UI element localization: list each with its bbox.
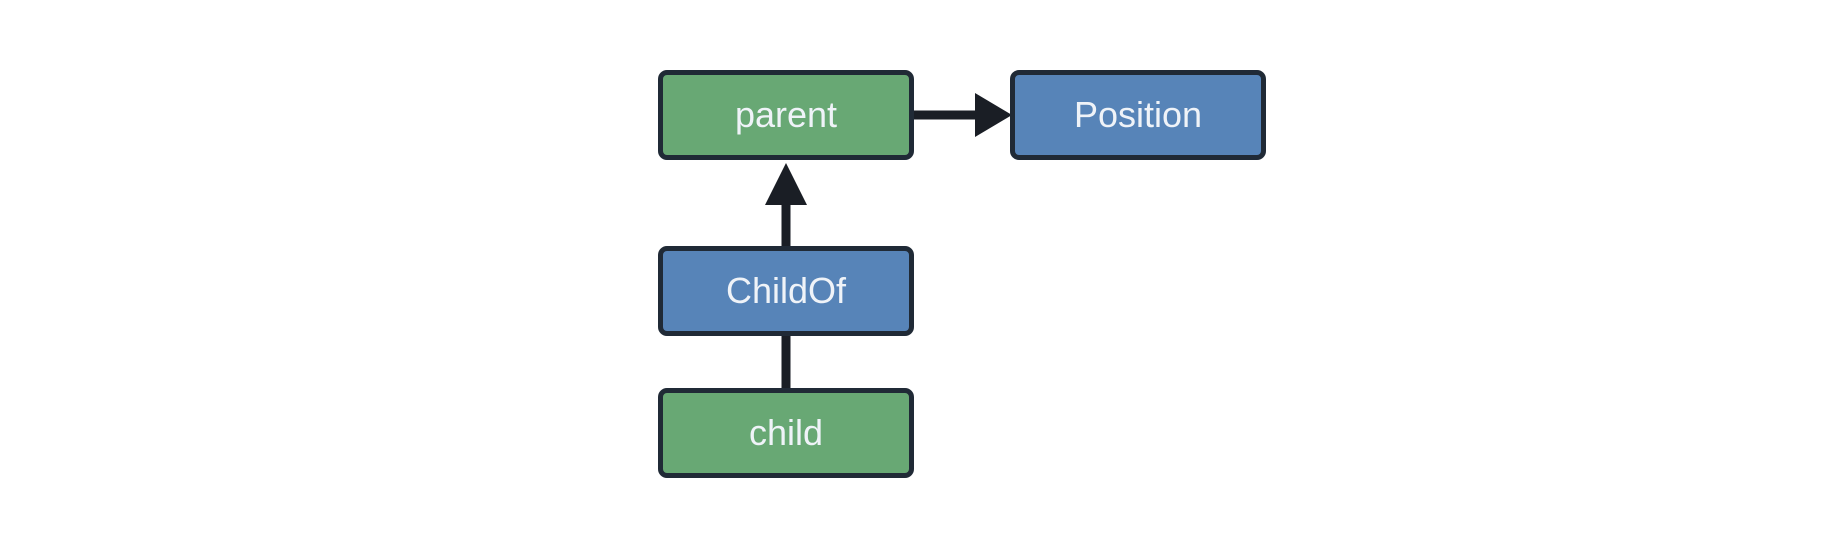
node-childof-label: ChildOf [725, 270, 847, 311]
node-child: child [658, 388, 914, 478]
node-parent: parent [658, 70, 914, 160]
node-parent-label: parent [734, 94, 838, 135]
node-position: Position [1010, 70, 1266, 160]
node-child-label: child [748, 412, 824, 453]
node-childof: ChildOf [658, 246, 914, 336]
edge-childof-to-parent [765, 163, 807, 248]
node-position-label: Position [1073, 94, 1203, 135]
edge-parent-to-position [912, 93, 1012, 137]
